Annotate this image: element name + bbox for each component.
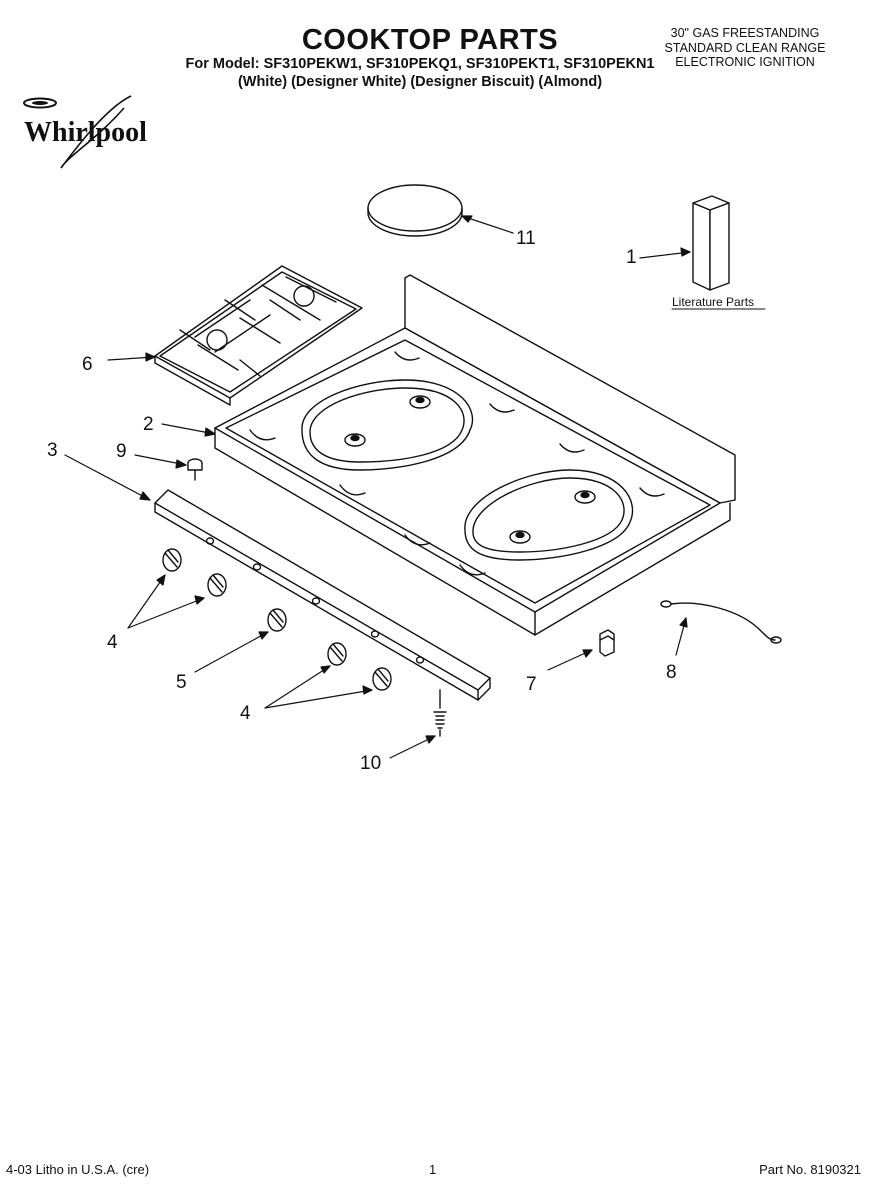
color-line: (White) (Designer White) (Designer Biscu… (237, 74, 603, 90)
page-title: COOKTOP PARTS (301, 24, 559, 56)
model-info: For Model: SF310PEKW1, SF310PEKQ1, SF310… (160, 55, 680, 91)
callout-7: 7 (526, 674, 537, 695)
whirlpool-logo: Whirlpool (23, 95, 147, 169)
part-6-grate (154, 265, 363, 406)
knob-5 (372, 667, 392, 691)
page-number: 1 (429, 1162, 437, 1177)
part-2-cooktop (214, 274, 736, 636)
callout-5: 5 (176, 672, 187, 693)
callout-2: 2 (143, 414, 154, 435)
callout-3: 3 (47, 440, 58, 461)
callout-4-upper: 4 (107, 632, 118, 653)
logo-wordmark: Whirlpool (24, 117, 147, 148)
callout-9: 9 (116, 441, 127, 462)
model-line: For Model: SF310PEKW1, SF310PEKQ1, SF310… (185, 56, 655, 72)
spec-line-3: ELECTRONIC IGNITION (675, 55, 815, 69)
knob-3 (267, 608, 287, 632)
part-7-clip (599, 629, 615, 657)
part-9-spacer (187, 458, 203, 481)
callout-8: 8 (666, 662, 677, 683)
part-3-control-panel (154, 489, 491, 701)
callout-6: 6 (82, 354, 93, 375)
leader-lines (64, 215, 691, 759)
knob-2 (207, 573, 227, 597)
spec-line-2: STANDARD CLEAN RANGE (664, 40, 826, 55)
part-11-burner-cap (367, 184, 463, 237)
callout-10: 10 (360, 753, 381, 774)
spec-line-1: 30" GAS FREESTANDING (670, 26, 820, 40)
callout-11: 11 (516, 228, 536, 249)
callout-4-lower: 4 (240, 703, 251, 724)
part-8-ground-wire (660, 600, 782, 644)
litho-info: 4-03 Litho in U.S.A. (cre) (6, 1162, 150, 1177)
part-1-literature (692, 195, 730, 291)
product-spec: 30" GAS FREESTANDING STANDARD CLEAN RANG… (645, 26, 845, 70)
literature-parts-label: Literature Parts (672, 295, 754, 309)
control-knobs (162, 548, 392, 691)
knob-4 (327, 642, 347, 666)
callout-1: 1 (626, 247, 637, 268)
knob-1 (162, 548, 182, 572)
part-10-screw (433, 689, 447, 737)
part-number: Part No. 8190321 (759, 1162, 861, 1177)
